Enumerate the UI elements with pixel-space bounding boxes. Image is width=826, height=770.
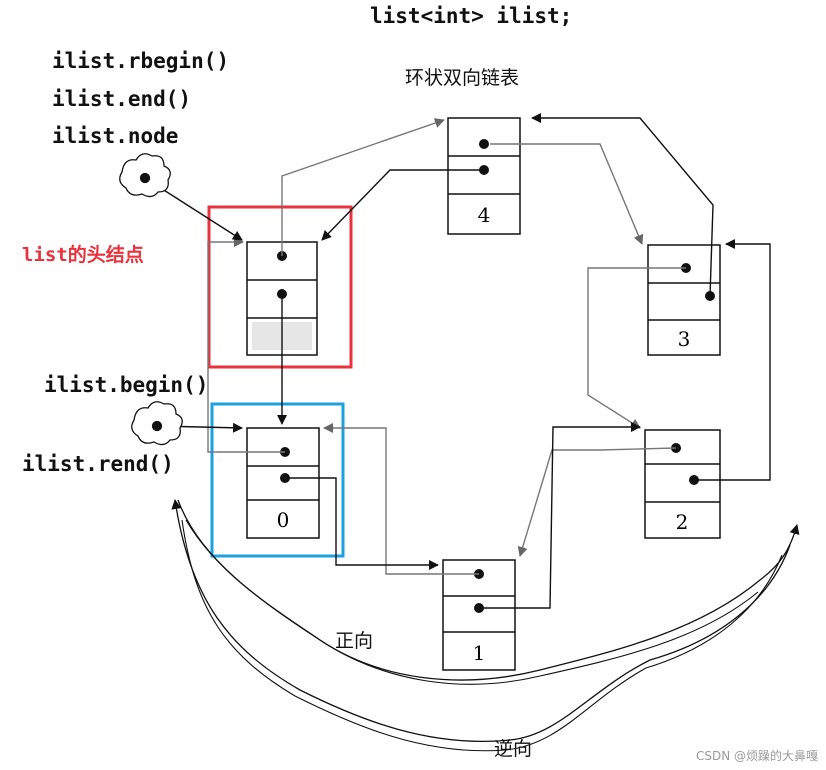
- label-head-node: list的头结点: [22, 244, 144, 266]
- link-head-to-4: [281, 118, 445, 256]
- reverse-arrow-curve: [171, 499, 791, 743]
- label-reverse: 逆向: [494, 738, 533, 760]
- watermark: CSDN @烦躁的大鼻嘎: [695, 749, 818, 763]
- link-2-to-1: [517, 447, 677, 557]
- diagram-subtitle: 环状双向链表: [405, 67, 520, 89]
- label-forward: 正向: [335, 630, 374, 652]
- cloud-icon-node: [119, 153, 171, 198]
- reverse-arrow-curve-2: [181, 519, 783, 752]
- label-end: ilist.end(): [52, 87, 192, 111]
- node-4: 4: [447, 117, 521, 235]
- link-0-to-1: [285, 477, 439, 570]
- link-1-to-2: [479, 422, 641, 609]
- link-0-to-head: [207, 237, 285, 453]
- node-2: 2: [644, 429, 721, 539]
- link-4-to-head: [321, 169, 484, 241]
- link-3-to-4: [531, 113, 714, 297]
- label-rbegin: ilist.rbegin(): [52, 49, 230, 73]
- label-rend: ilist.rend(): [22, 452, 174, 476]
- node-2-value: 2: [676, 510, 689, 534]
- cloud-icon-begin: [131, 401, 183, 446]
- node-4-value: 4: [478, 203, 491, 227]
- link-1-to-0: [323, 423, 479, 575]
- head-node-highlight: [207, 205, 353, 369]
- link-3-to-2: [587, 267, 686, 429]
- node-3-value: 3: [678, 327, 691, 351]
- node-0: 0: [246, 427, 320, 539]
- label-node: ilist.node: [52, 124, 179, 148]
- node-1: 1: [442, 559, 516, 671]
- label-begin: ilist.begin(): [44, 373, 209, 397]
- node-0-value: 0: [277, 508, 290, 532]
- link-4-to-3: [490, 143, 644, 245]
- link-2-to-3: [694, 239, 771, 481]
- begin-node-highlight: [210, 402, 345, 558]
- diagram-title: list<int> ilist;: [370, 4, 573, 28]
- node-3: 3: [647, 244, 721, 356]
- node-1-value: 1: [473, 641, 486, 665]
- forward-arrow-curve-2: [185, 519, 759, 685]
